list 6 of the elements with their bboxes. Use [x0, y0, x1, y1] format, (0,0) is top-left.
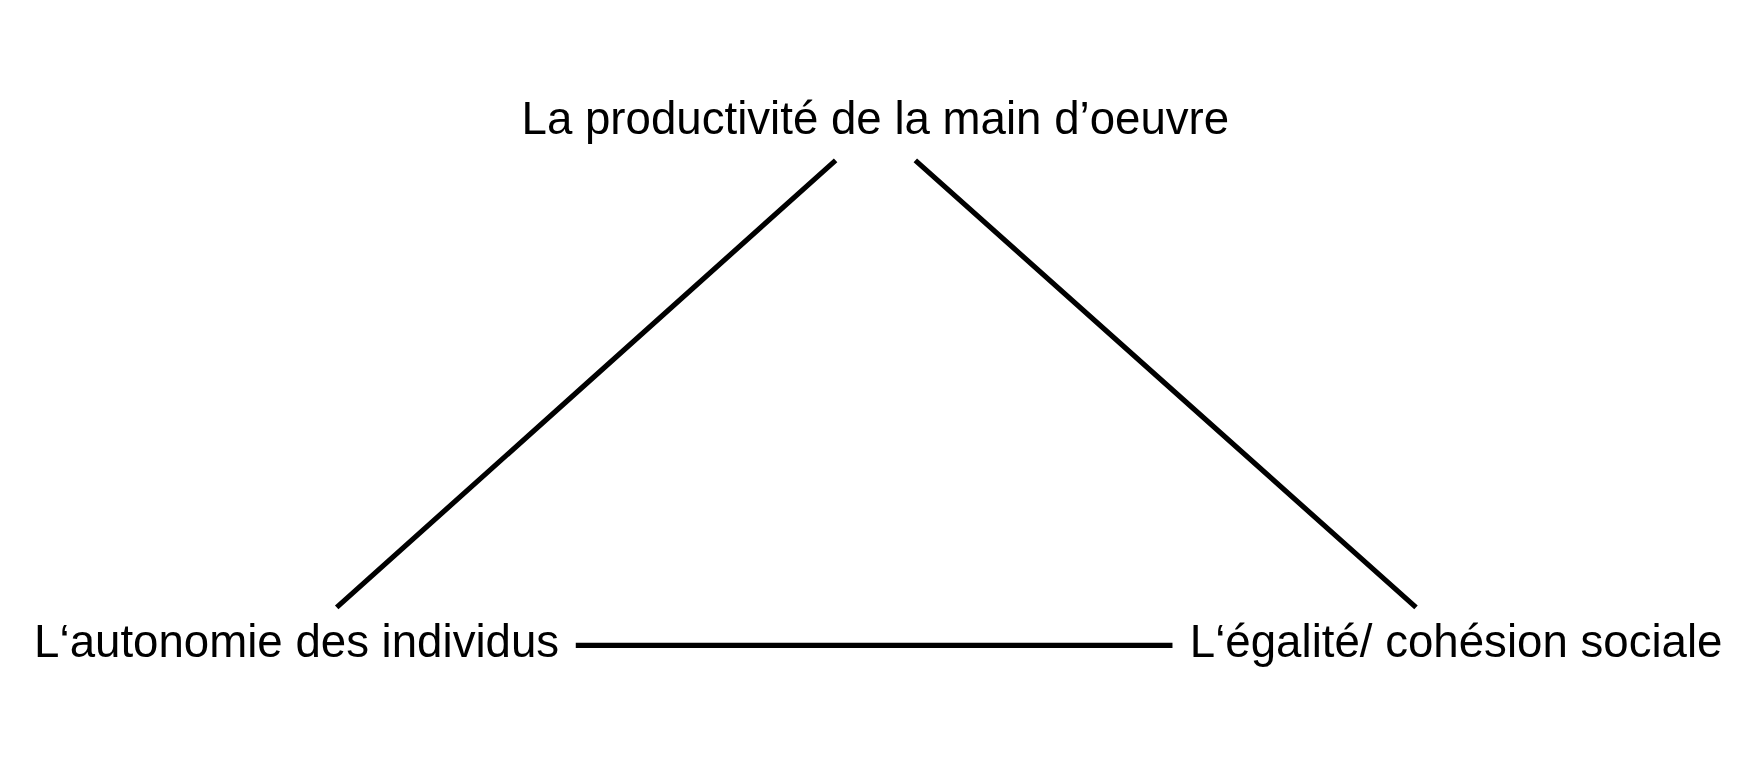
node-text: La productivité de la main d’oeuvre [521, 92, 1229, 144]
connector [913, 157, 1418, 609]
node-text: L‘égalité/ cohésion sociale [1189, 615, 1723, 667]
connector [334, 157, 837, 609]
connector [575, 642, 1172, 648]
node-text: L‘autonomie des individus [33, 615, 559, 667]
